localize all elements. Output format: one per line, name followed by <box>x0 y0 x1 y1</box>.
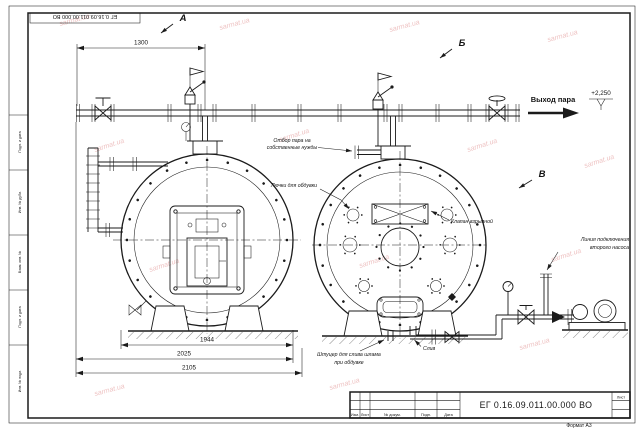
margin-label: Взам. инв. № <box>18 251 22 273</box>
format-label: Формат А3 <box>566 423 591 429</box>
stamp-data-label: Дата <box>444 413 453 417</box>
center-manhole <box>375 222 425 272</box>
sheet-frame: ЕГ 0.16.09.011.00.000 ВО Подп. и дата Ин… <box>8 5 636 424</box>
flag-pennant <box>377 72 393 81</box>
sludge-label-line1: Штуцер для слива шлама <box>317 352 381 358</box>
stamp-izm-label: Изм. <box>351 413 359 417</box>
stamp-list-label: Лист <box>361 413 370 417</box>
watermark-text: sarmat.ua <box>219 17 251 32</box>
margin-label: Инв. № подл. <box>18 370 22 392</box>
watermark-text: sarmat.ua <box>583 154 615 170</box>
own-needs-label-line1: Отбор пара на <box>273 138 310 144</box>
boiler-front-view <box>86 67 301 339</box>
water-level-column <box>86 147 168 237</box>
margin-label: Подп. и дата <box>18 306 22 327</box>
dimension-boiler-diameter: 1944 <box>200 337 215 344</box>
watermark-text: sarmat.ua <box>94 383 126 398</box>
own-needs-label-line2: собственные нужды <box>267 145 318 151</box>
ground-hatch <box>322 337 468 344</box>
drain-stub <box>409 326 417 335</box>
dimensions: 1300 1944 2025 2105 <box>75 40 303 377</box>
watermark-text: sarmat.ua <box>358 254 390 270</box>
watermark-text: sarmat.ua <box>389 19 421 34</box>
ground-hatch <box>128 332 298 339</box>
stamp-sheet-label: Лист <box>617 396 626 400</box>
saddle-support <box>343 310 383 337</box>
elevation-label: +2,250 <box>591 90 611 97</box>
pressure-gauge <box>181 122 191 141</box>
stamp-docum-label: № докум. <box>384 413 401 417</box>
blow-hatches-label: Лючки для обдувки <box>270 183 317 189</box>
pump-with-motor <box>568 299 626 331</box>
saddle-support <box>417 310 457 337</box>
doc-number-rotated: ЕГ 0.16.09.011.00.000 ВО <box>52 13 117 19</box>
view-label-b: Б <box>459 38 466 49</box>
sludge-stub <box>387 331 394 341</box>
drain-valve-small <box>128 300 147 316</box>
front-door <box>162 205 252 295</box>
shell-drain-valve <box>448 293 456 301</box>
second-pump-label-line1: Линия подключения <box>580 237 629 243</box>
drain-line-valve <box>444 330 460 344</box>
view-label-a: А <box>179 13 187 24</box>
watermark-text: sarmat.ua <box>329 377 361 392</box>
gate-valve-left <box>94 97 112 121</box>
boiler-rear-view <box>312 72 488 344</box>
dimension-width-2: 2105 <box>182 365 197 372</box>
second-pump-label-line2: второго насоса <box>590 245 629 251</box>
watermark-text: sarmat.ua <box>148 258 180 274</box>
blowdown-hatches <box>339 205 461 295</box>
margin-label: Подп. и дата <box>18 131 22 152</box>
own-needs-takeoff <box>354 145 381 159</box>
watermark-text: sarmat.ua <box>547 29 579 44</box>
watermark-text: sarmat.ua <box>519 337 551 352</box>
dimension-width-1: 2025 <box>177 351 192 358</box>
margin-label: Инв. № дубл. <box>18 191 22 213</box>
check-valve <box>552 311 565 323</box>
safety-valve <box>184 67 206 141</box>
suction-valve <box>517 305 535 325</box>
bottom-manhole <box>376 296 424 318</box>
dimension-pipe-span: 1300 <box>134 40 149 47</box>
view-labels: А Б В <box>160 13 546 189</box>
drain-label: Слив <box>423 346 436 352</box>
saddle-support <box>224 305 264 332</box>
doc-number: ЕГ 0.16.09.011.00.000 ВО <box>480 400 593 410</box>
stamp-podp-label: Подп. <box>421 413 431 417</box>
watermark-text: sarmat.ua <box>550 248 582 264</box>
sludge-label-line2: при обдувке <box>334 360 363 366</box>
ground-hatch <box>562 331 628 338</box>
saddle-support <box>150 305 190 332</box>
view-label-v: В <box>539 169 546 180</box>
main-steam-pipe: Выход пара +2,250 <box>76 90 613 146</box>
explosion-valve-label: Клапан взрывной <box>451 218 493 225</box>
feed-pump-unit <box>410 273 628 345</box>
watermark-text: sarmat.ua <box>466 138 498 154</box>
gate-valve-right <box>488 95 506 121</box>
title-block: Изм. Лист № докум. Подп. Дата Лист ЕГ 0.… <box>349 391 631 429</box>
pressure-gauge <box>502 281 514 292</box>
steam-outlet-label: Выход пара <box>531 95 576 104</box>
steam-outlet-arrow: Выход пара <box>528 95 579 119</box>
elevation-mark: +2,250 <box>589 90 613 110</box>
flag-pennant <box>189 67 205 76</box>
annotations: Отбор пара на собственные нужды Лючки дл… <box>267 138 629 366</box>
safety-valve <box>372 72 394 146</box>
